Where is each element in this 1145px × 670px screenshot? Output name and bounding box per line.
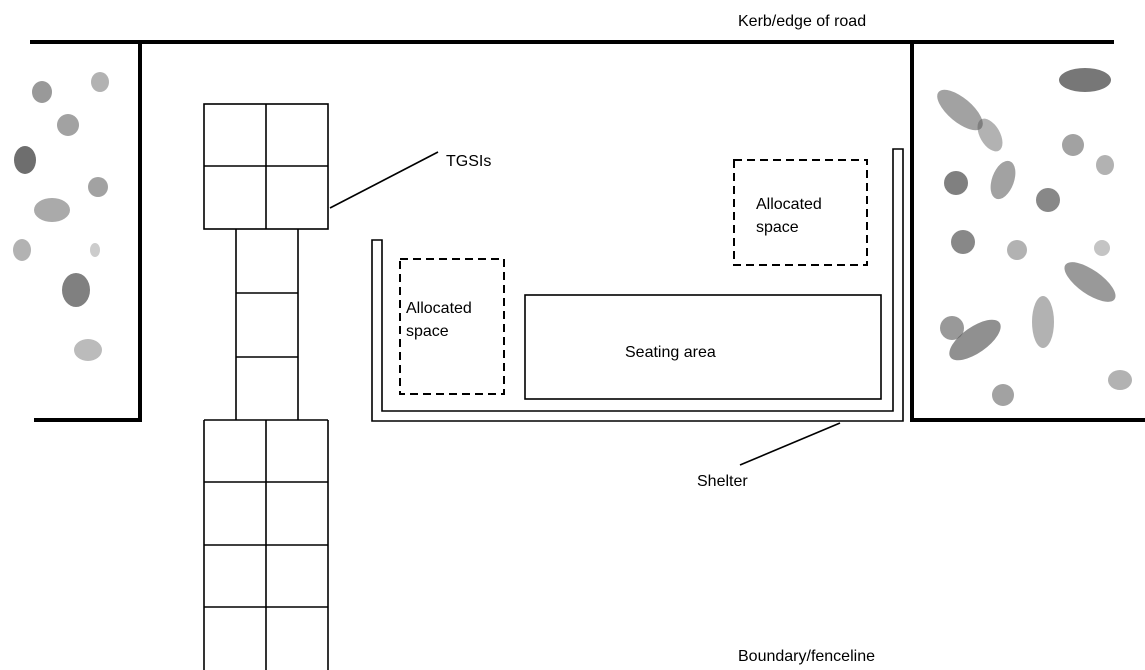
boundary-label: Boundary/fenceline <box>738 648 875 665</box>
right-vegetation <box>937 68 1132 406</box>
shrub-icon <box>949 319 1001 361</box>
shrub-icon <box>88 177 108 197</box>
shrub-icon <box>34 198 70 222</box>
seating-area <box>524 294 882 400</box>
shrub-icon <box>1059 68 1111 92</box>
shrub-icon <box>1094 240 1110 256</box>
shrub-icon <box>13 239 31 261</box>
tgsi-strip <box>235 229 299 420</box>
shrub-icon <box>1096 155 1114 175</box>
shrub-icon <box>57 114 79 136</box>
shrub-icon <box>1108 370 1132 390</box>
shrub-icon <box>32 81 52 103</box>
shrub-icon <box>14 146 36 174</box>
shrub-icon <box>990 160 1016 200</box>
shrub-icon <box>937 89 983 131</box>
tgsi-label: TGSIs <box>446 153 491 170</box>
tgsi-leader-line <box>329 151 439 209</box>
kerb-label: Kerb/edge of road <box>738 13 866 30</box>
shrub-icon <box>977 118 1003 152</box>
allocated-space-left <box>399 258 505 395</box>
shrub-icon <box>1007 240 1027 260</box>
shrub-icon <box>1032 296 1054 348</box>
shrub-icon <box>944 171 968 195</box>
shrub-icon <box>940 316 964 340</box>
shrub-icon <box>62 273 90 307</box>
allocated-space-left-label-1: Allocated <box>406 300 472 317</box>
shrub-icon <box>91 72 109 92</box>
shelter-label: Shelter <box>697 473 748 490</box>
allocated-space-left-label-2: space <box>406 323 449 340</box>
tgsi-bottom-grid <box>203 419 329 670</box>
shrub-icon <box>74 339 102 361</box>
shrub-icon <box>1036 188 1060 212</box>
shrub-icon <box>992 384 1014 406</box>
shrub-icon <box>951 230 975 254</box>
allocated-space-right-label-1: Allocated <box>756 196 822 213</box>
shrub-icon <box>90 243 100 257</box>
shrub-icon <box>1062 134 1084 156</box>
shelter-leader-line <box>739 422 841 466</box>
seating-area-label: Seating area <box>625 344 716 361</box>
shrub-icon <box>1064 262 1116 302</box>
left-vegetation <box>13 72 109 361</box>
tgsi-top-grid <box>203 103 329 230</box>
shelter-outline <box>371 148 904 422</box>
allocated-space-right <box>733 159 868 266</box>
allocated-space-right-label-2: space <box>756 219 799 236</box>
